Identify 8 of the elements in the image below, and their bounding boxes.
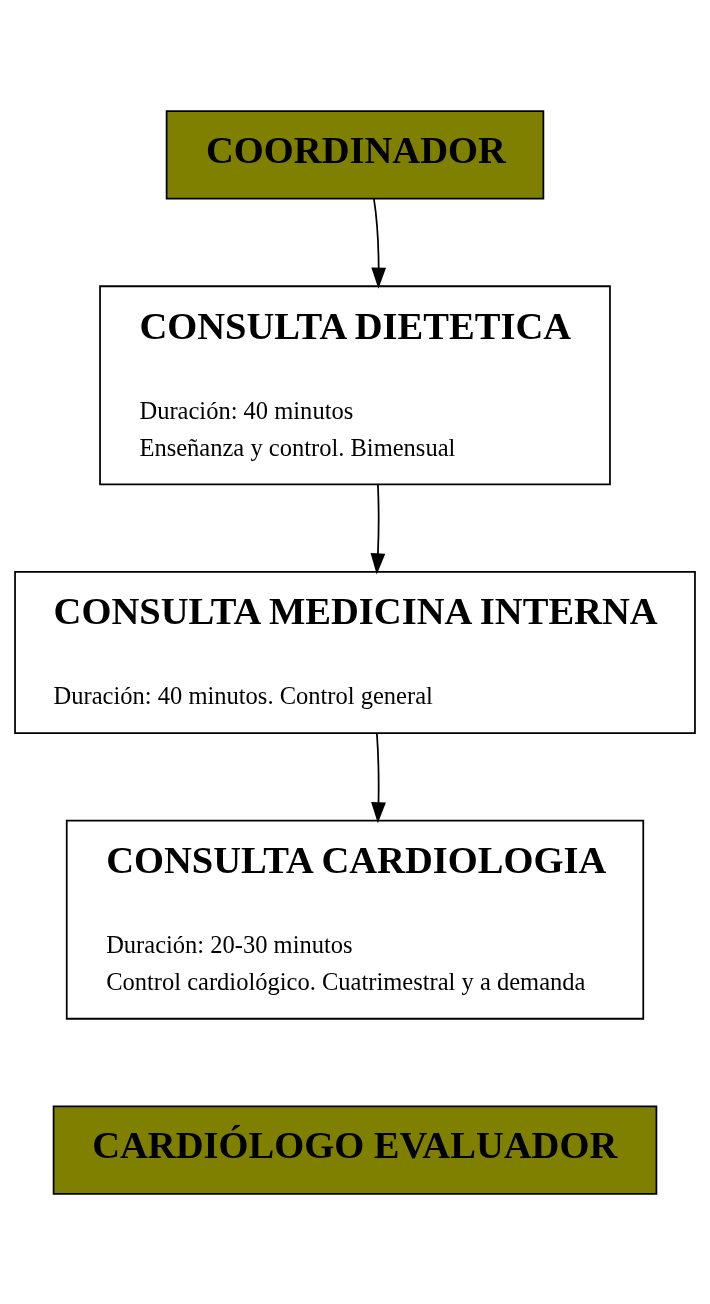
- node-box: CONSULTA DIETETICA Duración: 40 minutos Enseñanza y control. Bimensual: [99, 284, 611, 485]
- node-box: CONSULTA CARDIOLOGIA Duración: 20-30 minutos Control cardiológico. Cuatrimestral y a demanda: [65, 819, 645, 1020]
- node-box: CARDIÓLOGO EVALUADOR: [52, 1105, 658, 1195]
- node-box: CONSULTA MEDICINA INTERNA Duración: 40 minutos. Control general: [14, 570, 696, 734]
- node-box: COORDINADOR: [165, 109, 545, 199]
- arrow: [370, 483, 386, 574]
- arrow: [371, 732, 386, 823]
- arrow: [371, 197, 386, 289]
